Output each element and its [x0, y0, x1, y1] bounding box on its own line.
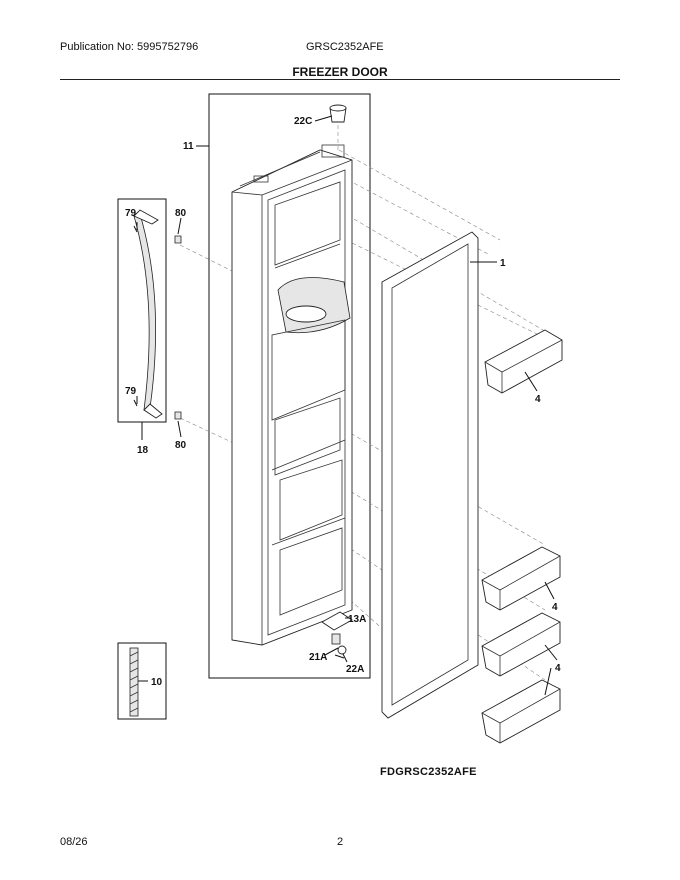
- callout-22A: 22A: [346, 664, 364, 675]
- callout-4-lower: 4: [555, 663, 561, 674]
- callout-13A: 13A: [348, 614, 366, 625]
- page-number: 2: [337, 836, 344, 848]
- door-bin-top: [484, 329, 563, 394]
- door-liner-part: [231, 144, 353, 646]
- door-bin-lower: [481, 612, 561, 677]
- door-assembly-box: [208, 93, 371, 679]
- model-number: GRSC2352AFE: [306, 41, 384, 53]
- handle-part: [133, 209, 163, 419]
- callout-1: 1: [500, 258, 506, 269]
- callout-10: 10: [151, 677, 163, 688]
- callout-18: 18: [137, 445, 149, 456]
- publication-number: Publication No: 5995752796: [60, 41, 199, 53]
- diagram-code: FDGRSC2352AFE: [380, 766, 477, 778]
- callout-4-middle: 4: [552, 602, 558, 613]
- gasket-kit-box: [117, 642, 167, 720]
- door-bin-bottom: [481, 679, 561, 744]
- page-title: FREEZER DOOR: [292, 65, 388, 79]
- callout-4-top: 4: [535, 394, 541, 405]
- cap-part: [329, 104, 347, 123]
- screw-part: [174, 235, 182, 420]
- hinge-parts: [321, 611, 353, 659]
- callout-80-bottom: 80: [175, 440, 187, 451]
- header-rule: [60, 79, 620, 80]
- callout-79-top: 79: [125, 208, 137, 219]
- footer-date: 08/26: [60, 836, 88, 848]
- callout-79-bottom: 79: [125, 386, 137, 397]
- leader-lines: [136, 115, 558, 696]
- door-bin-middle: [481, 546, 561, 611]
- callout-21A: 21A: [309, 652, 327, 663]
- callout-22C: 22C: [294, 116, 312, 127]
- callout-11: 11: [183, 141, 194, 152]
- gasket-strip-part: [129, 647, 139, 717]
- callout-80-top: 80: [175, 208, 187, 219]
- door-gasket-part: [381, 231, 479, 719]
